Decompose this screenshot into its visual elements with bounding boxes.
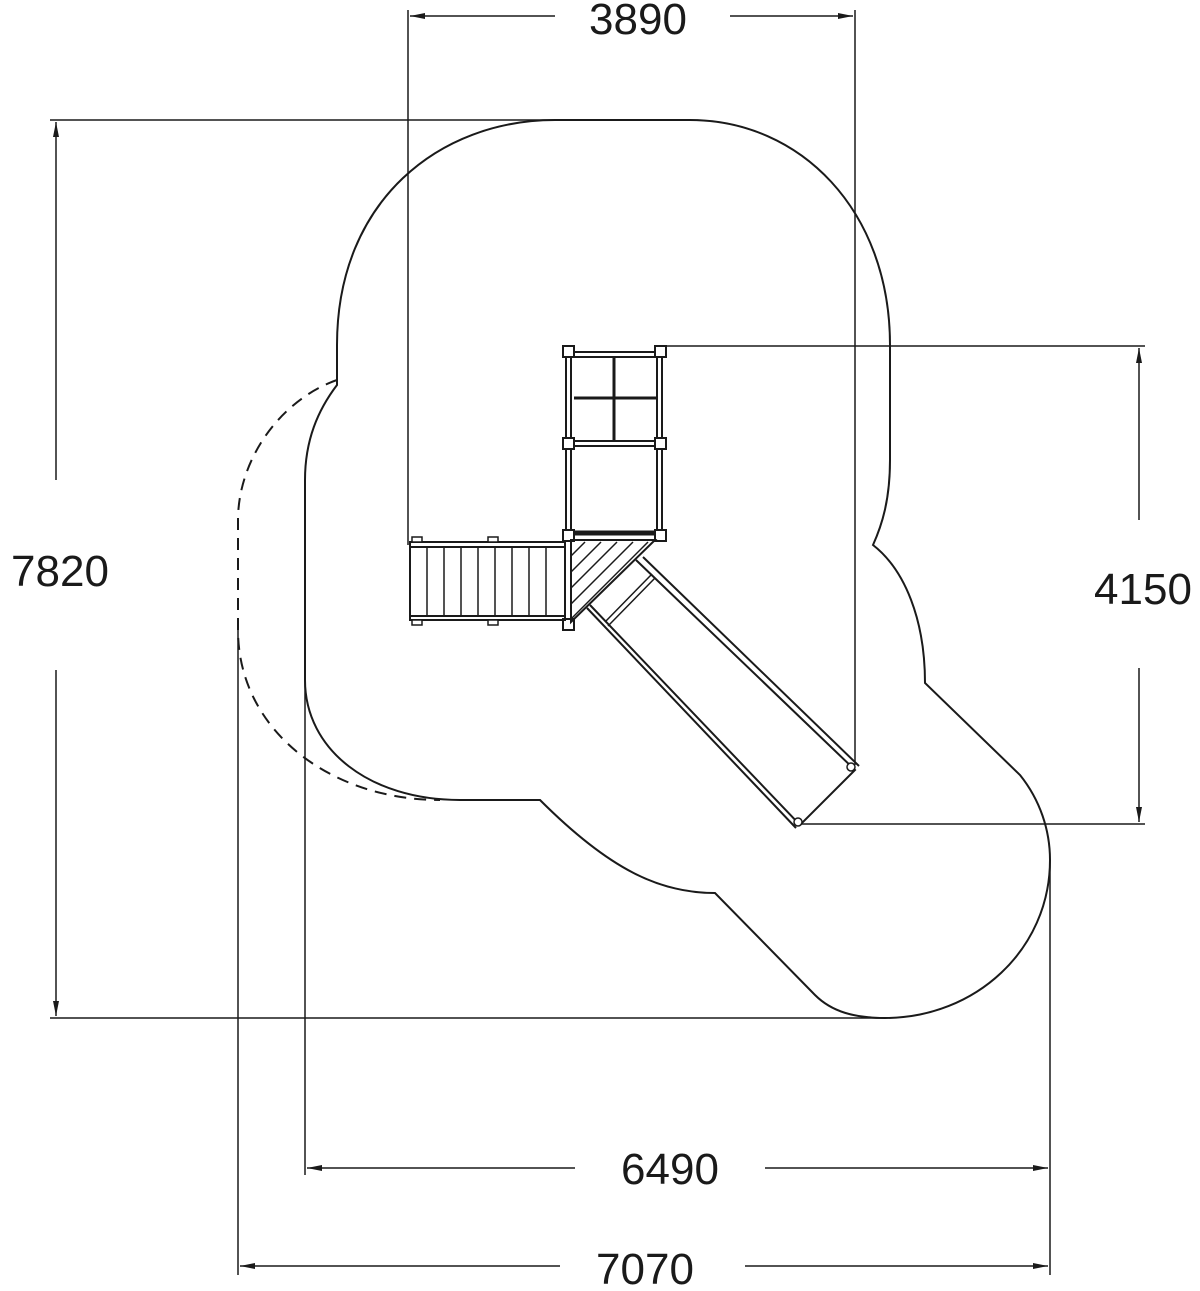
dimension-bottom-outer-label: 7070 bbox=[596, 1245, 694, 1291]
slide bbox=[586, 556, 860, 829]
dimension-bottom-outer: 7070 bbox=[237, 630, 1048, 1291]
dimension-left: 7820 bbox=[11, 119, 885, 1019]
dimension-right: 4150 bbox=[660, 345, 1192, 825]
dimension-right-label: 4150 bbox=[1094, 565, 1192, 614]
dimension-top: 3890 bbox=[407, 0, 856, 765]
safety-zone-dashed-outline bbox=[237, 379, 441, 801]
safety-zone-outline bbox=[304, 119, 1052, 1020]
deck-platform bbox=[570, 539, 658, 625]
dimension-top-label: 3890 bbox=[589, 0, 687, 44]
stairs bbox=[409, 536, 566, 626]
climbing-tower bbox=[562, 345, 667, 631]
dimension-bottom-inner: 6490 bbox=[304, 600, 1051, 1275]
dimension-left-label: 7820 bbox=[11, 547, 109, 596]
dimension-bottom-inner-label: 6490 bbox=[621, 1145, 719, 1194]
